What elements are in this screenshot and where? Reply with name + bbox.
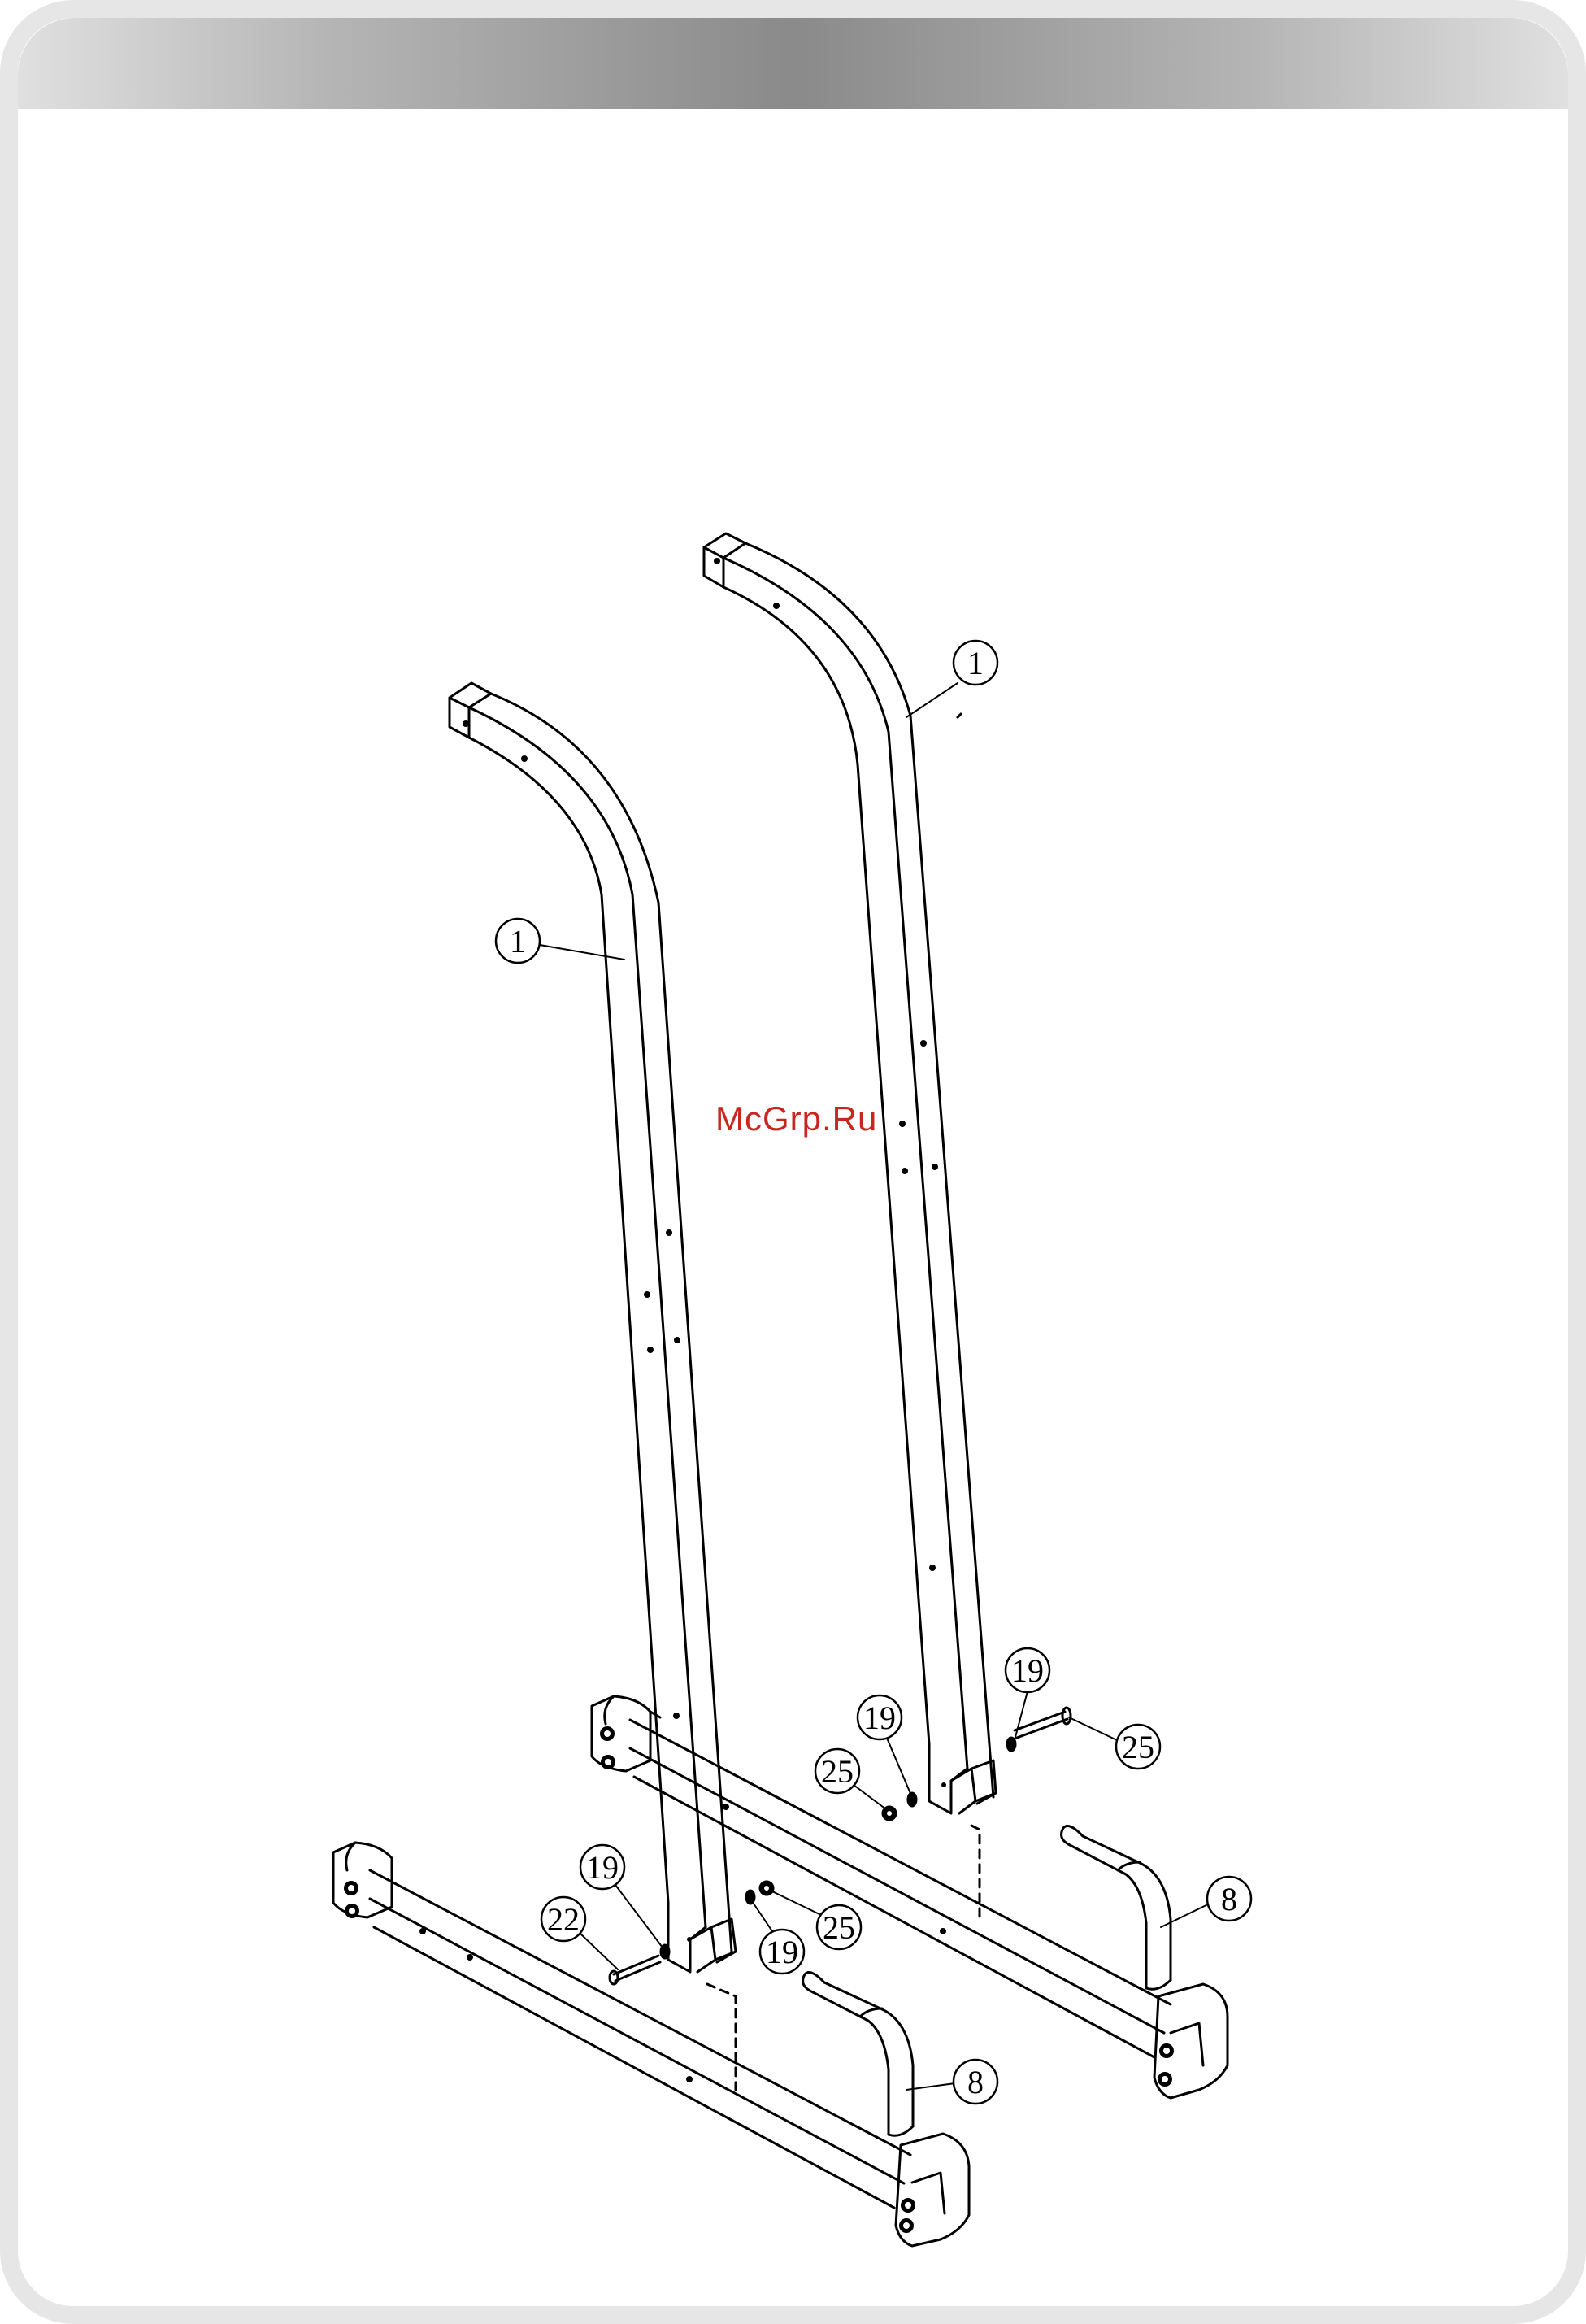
callout-washer-left-top: 19	[580, 1845, 663, 1948]
callout-washer-left-top-label: 19	[586, 1849, 619, 1886]
callout-upright-left-label: 1	[510, 923, 526, 960]
callout-handle-right: 8	[1161, 1877, 1251, 1927]
callout-washer-left-bottom: 19	[752, 1901, 804, 1974]
callout-nut-left-label: 25	[823, 1909, 855, 1946]
upright-right	[704, 533, 996, 1919]
callout-nut-right: 25	[815, 1749, 886, 1809]
callout-bolt-right: 25	[1069, 1717, 1160, 1769]
callout-handle-left: 8	[906, 2060, 997, 2104]
callout-washer-right-mid: 19	[858, 1695, 911, 1795]
callout-handle-left-label: 8	[967, 2064, 984, 2100]
base-left	[333, 1843, 969, 2246]
watermark: McGrp.Ru	[715, 1099, 877, 1138]
callout-bolt-left: 22	[541, 1897, 618, 1969]
callout-handle-right-label: 8	[1221, 1881, 1237, 1917]
callout-bolt-left-label: 22	[547, 1901, 580, 1938]
callout-nut-right-label: 25	[821, 1753, 854, 1790]
callout-bolt-right-label: 25	[1122, 1729, 1154, 1765]
callout-upright-right: 1	[906, 641, 997, 717]
callout-washer-left-bottom-label: 19	[766, 1934, 798, 1970]
callout-washer-right-mid-label: 19	[863, 1699, 896, 1736]
callout-upright-right-label: 1	[967, 645, 984, 681]
callout-washer-right-top-label: 19	[1011, 1652, 1044, 1689]
